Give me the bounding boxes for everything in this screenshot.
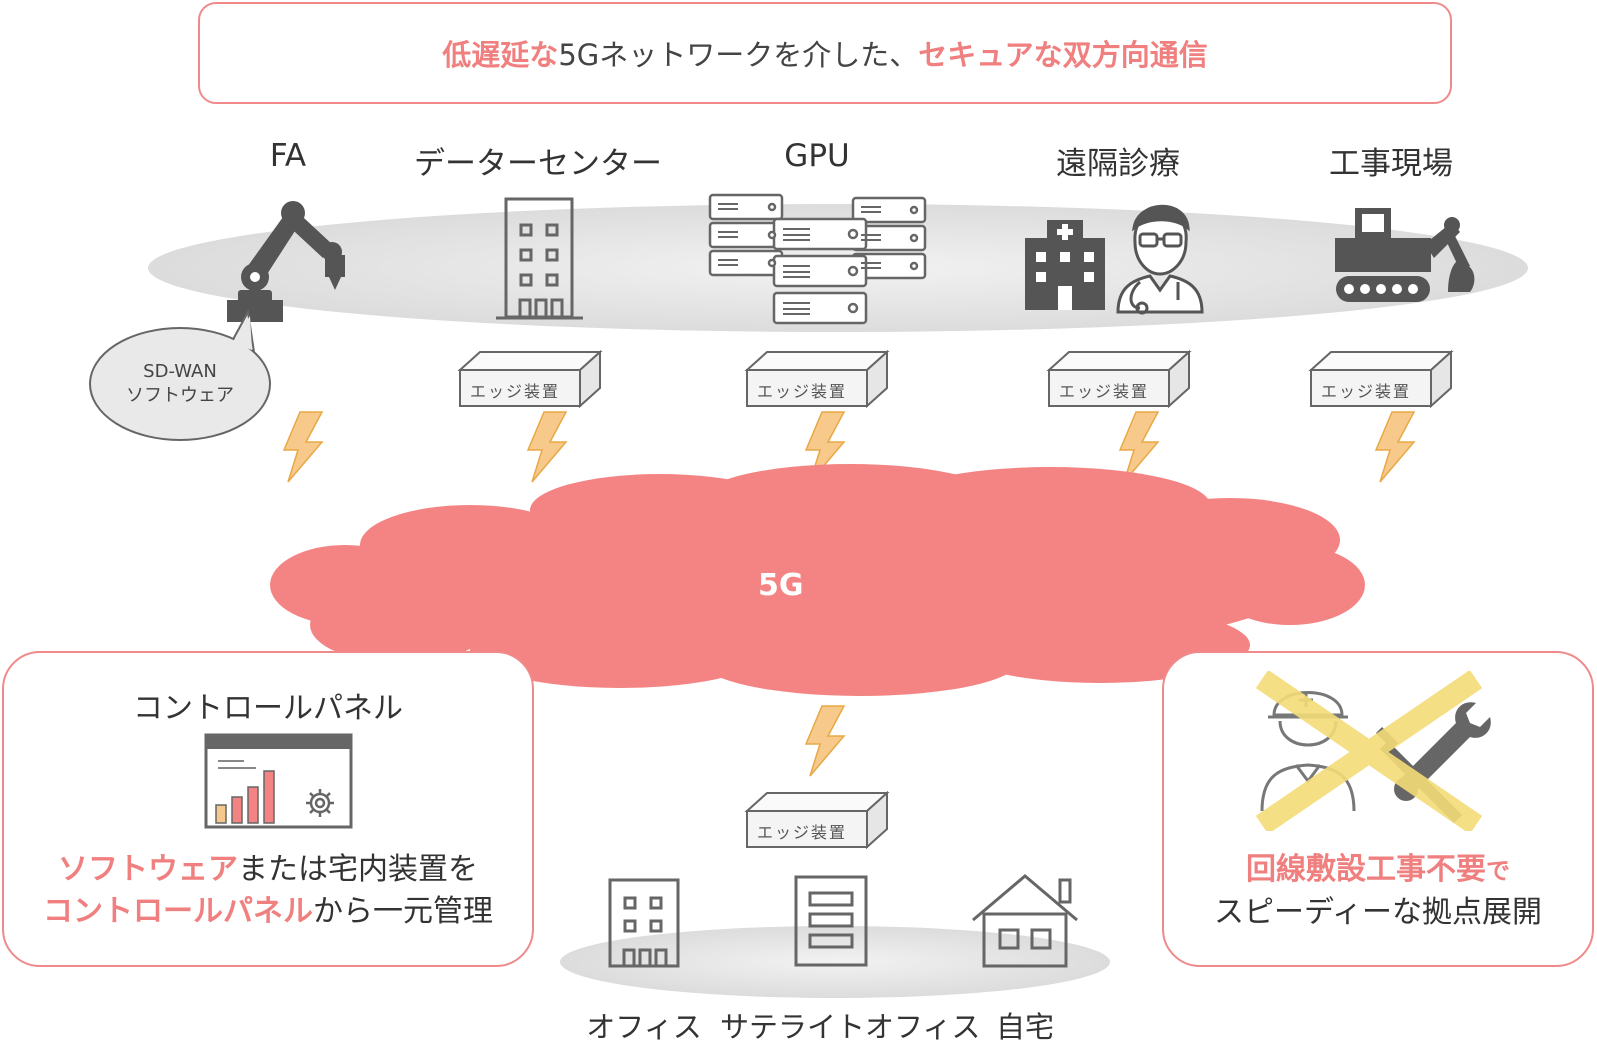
site-label-gpu: GPU	[784, 138, 850, 174]
house-icon	[972, 874, 1078, 968]
lightning-icon	[804, 411, 846, 483]
site-label-fa: FA	[269, 138, 307, 174]
no-installation-description: 回線敷設工事不要で スピーディーな拠点展開	[1214, 852, 1542, 930]
edge-device-telemedicine	[1046, 349, 1192, 409]
edge-device-label-datacenter: エッジ装置	[470, 382, 561, 401]
edge-device-bottom	[744, 790, 890, 850]
lightning-icon	[1374, 411, 1416, 483]
robot-arm-icon	[227, 201, 345, 322]
lightning-bolts	[282, 411, 1416, 777]
edge-device-gpu	[744, 349, 890, 409]
control-panel-description: ソフトウェアまたは宅内装置を コントロールパネルから一元管理	[43, 852, 493, 929]
control-panel-box: コントロールパネル ソフトウェアまたは宅内装置を コントロールパネルから一元管理	[2, 651, 534, 967]
5g-cloud	[270, 464, 1365, 696]
hospital-doctor-icon	[1025, 204, 1204, 315]
control-panel-title: コントロールパネル	[133, 691, 403, 726]
edge-device-boxes	[457, 349, 1454, 850]
edge-device-label-bottom: エッジ装置	[757, 823, 848, 842]
banner-text: 5Gネットワークを介した、	[558, 38, 919, 72]
dashboard-icon	[204, 733, 353, 829]
excavator-icon	[1335, 208, 1475, 302]
edge-device-datacenter	[457, 349, 603, 409]
office-building-icon	[608, 878, 680, 968]
lightning-icon	[282, 411, 324, 483]
bottom-label-satellite-office: サテライトオフィス	[720, 1010, 981, 1044]
edge-device-construction	[1308, 349, 1454, 409]
edge-device-label-telemedicine: エッジ装置	[1059, 382, 1150, 401]
bottom-platform-ellipse	[560, 926, 1110, 998]
gear-icon	[306, 789, 334, 817]
banner-highlight-bidirectional: 双方向通信	[1062, 38, 1208, 72]
satellite-office-icon	[794, 875, 868, 967]
cloud-label-5g: 5G	[758, 568, 804, 603]
edge-device-label-construction: エッジ装置	[1321, 382, 1412, 401]
server-rack-icon	[708, 193, 927, 325]
building-icon	[496, 197, 583, 320]
sd-wan-label: SD-WAN ソフトウェア	[126, 361, 234, 406]
site-label-datacenter: データーセンター	[414, 146, 662, 182]
lightning-icon	[804, 705, 846, 777]
banner-highlight-secure: セキュア	[918, 38, 1034, 72]
site-label-telemedicine: 遠隔診療	[1056, 146, 1180, 182]
sd-wan-speech-bubble	[89, 308, 271, 441]
no-installation-box: 回線敷設工事不要で スピーディーな拠点展開	[1162, 651, 1594, 967]
cross-icon	[1256, 671, 1483, 831]
lightning-icon	[526, 411, 568, 483]
edge-device-label-gpu: エッジ装置	[757, 382, 848, 401]
site-label-construction: 工事現場	[1329, 146, 1453, 182]
bottom-label-office: オフィス	[586, 1010, 702, 1044]
banner-highlight-low-latency: 低遅延	[442, 38, 530, 72]
bottom-label-home: 自宅	[995, 1010, 1054, 1044]
no-construction-icon	[1256, 671, 1491, 831]
lightning-icon	[1118, 411, 1160, 483]
